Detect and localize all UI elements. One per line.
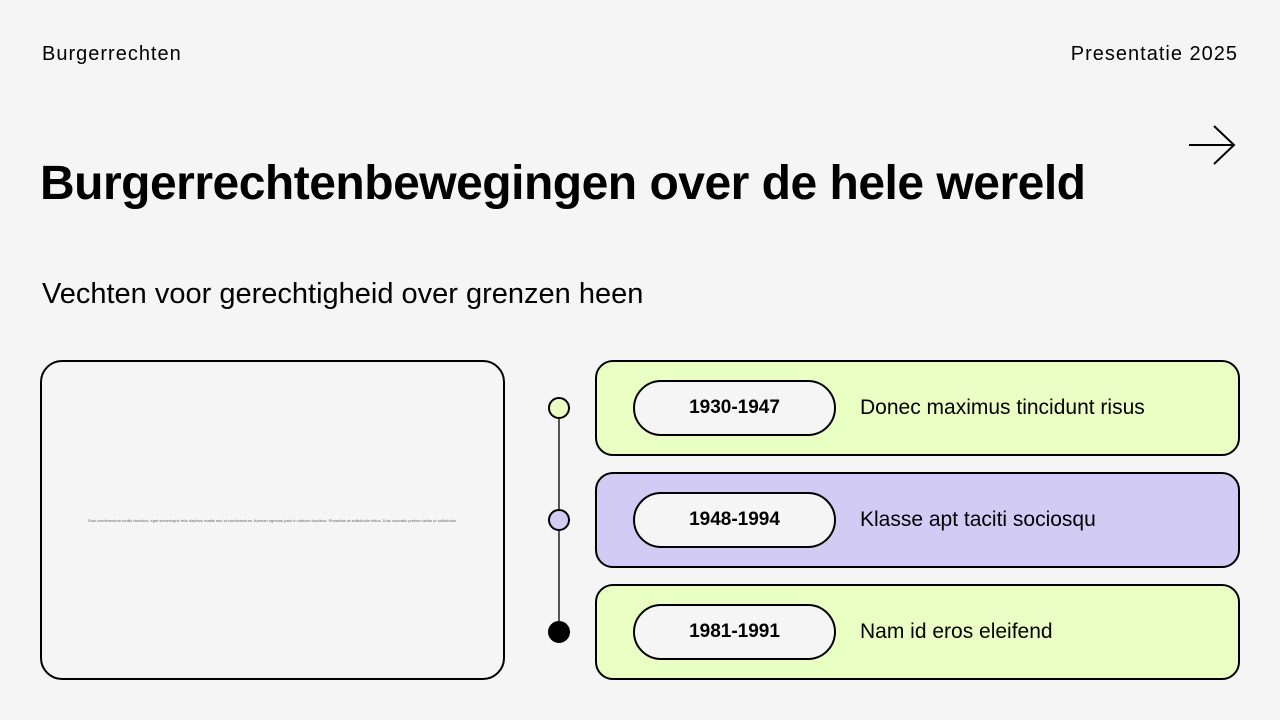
period-pill: 1948-1994: [633, 492, 836, 548]
timeline-dot: [548, 397, 570, 419]
timeline-text: Donec maximus tincidunt risus: [860, 396, 1145, 419]
timeline-card: 1948-1994 Klasse apt taciti sociosqu: [595, 472, 1240, 568]
timeline-dot: [548, 621, 570, 643]
header-left: Burgerrechten: [42, 43, 182, 65]
subtitle: Vechten voor gerechtigheid over grenzen …: [42, 278, 644, 310]
header-right: Presentatie 2025: [1070, 43, 1238, 65]
timeline-text: Klasse apt taciti sociosqu: [860, 508, 1096, 531]
timeline-dot: [548, 509, 570, 531]
arrow-right-icon[interactable]: [1186, 124, 1238, 166]
page-title: Burgerrechtenbewegingen over de hele wer…: [40, 157, 1086, 210]
timeline-card: 1981-1991 Nam id eros eleifend: [595, 584, 1240, 680]
period-pill: 1930-1947: [633, 380, 836, 436]
timeline-text: Nam id eros eleifend: [860, 620, 1053, 643]
period-pill: 1981-1991: [633, 604, 836, 660]
placeholder-text: Duis condimentum mollis faucibus, eget s…: [87, 517, 458, 523]
timeline-card: 1930-1947 Donec maximus tincidunt risus: [595, 360, 1240, 456]
image-placeholder: Duis condimentum mollis faucibus, eget s…: [40, 360, 505, 680]
